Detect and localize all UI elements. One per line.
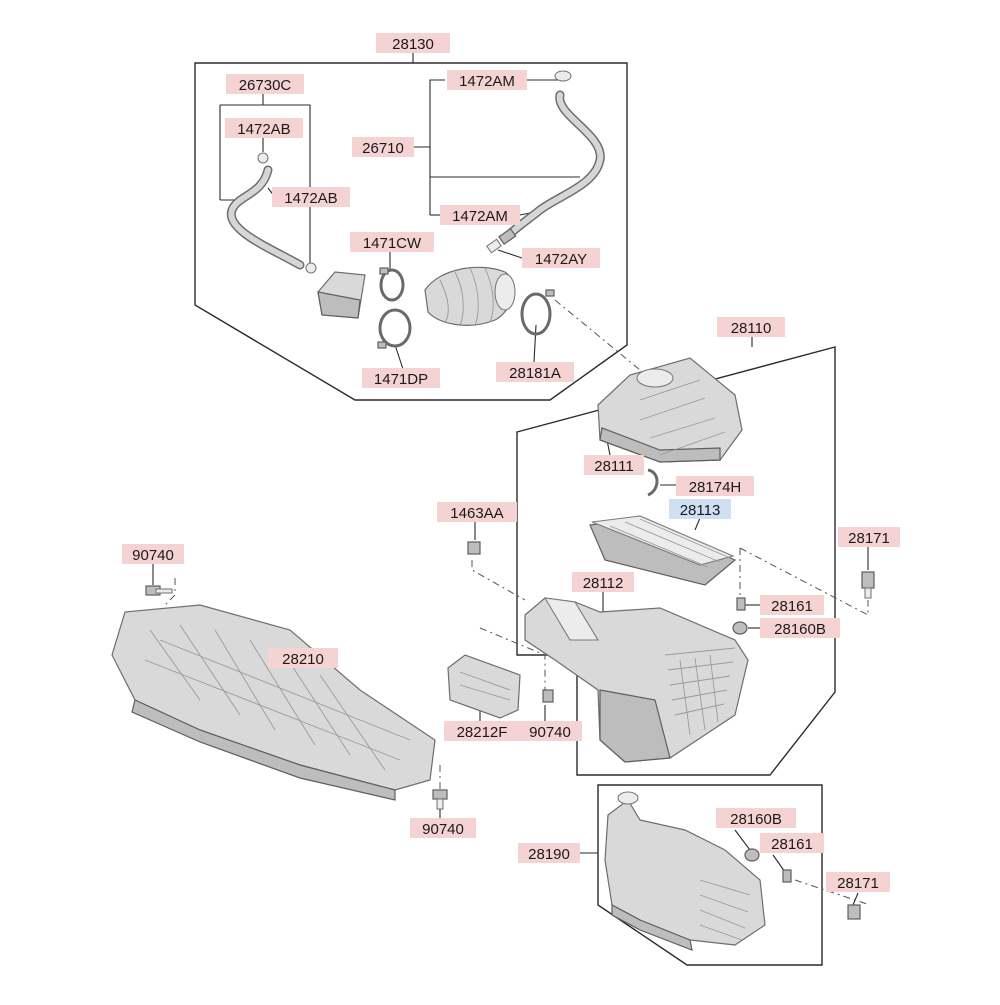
label-28160B-top: 28160B [760, 618, 840, 638]
grommet-1463AA [467, 541, 481, 555]
label-28130: 28130 [376, 33, 450, 53]
svg-text:28130: 28130 [392, 36, 434, 53]
label-90740-left: 90740 [122, 544, 184, 564]
bolts-90740 [145, 585, 554, 810]
svg-text:1472AM: 1472AM [459, 73, 515, 90]
label-1472AM-mid: 1472AM [440, 205, 520, 225]
label-28111: 28111 [584, 455, 644, 475]
label-28161-top: 28161 [760, 595, 824, 615]
svg-text:28190: 28190 [528, 846, 570, 863]
svg-text:28113: 28113 [680, 502, 721, 519]
air-cleaner-cover [597, 357, 743, 463]
breather-hose-left [226, 152, 317, 274]
label-28212F: 28212F [444, 721, 520, 741]
label-28174H: 28174H [676, 476, 754, 496]
svg-text:28171: 28171 [837, 875, 879, 892]
svg-text:28212F: 28212F [457, 724, 508, 741]
svg-text:1463AA: 1463AA [450, 505, 503, 522]
svg-text:1471DP: 1471DP [374, 371, 428, 388]
svg-text:1472AB: 1472AB [237, 121, 290, 138]
svg-text:28160B: 28160B [774, 621, 826, 638]
svg-text:28111: 28111 [594, 458, 634, 475]
fasteners-right [732, 571, 875, 635]
svg-text:28171: 28171 [848, 530, 890, 547]
svg-text:1471CW: 1471CW [363, 235, 422, 252]
label-1471CW: 1471CW [350, 232, 434, 252]
label-1472AY: 1472AY [522, 248, 600, 268]
label-1472AB-top: 1472AB [225, 118, 303, 138]
label-90740-mid: 90740 [518, 721, 582, 741]
hose-clamps [377, 267, 555, 349]
part-labels: 28130 26730C 1472AB 1472AB 1472AM 26710 … [122, 33, 900, 892]
alignment-lines [164, 299, 871, 906]
svg-text:28110: 28110 [731, 320, 772, 337]
label-26730C: 26730C [226, 74, 304, 94]
label-28161-bottom: 28161 [760, 833, 824, 853]
svg-text:28161: 28161 [771, 836, 813, 853]
svg-text:28112: 28112 [583, 575, 624, 592]
svg-text:28181A: 28181A [509, 365, 561, 382]
resonator-28190 [604, 791, 766, 951]
fasteners-bottom [744, 848, 861, 920]
label-28190: 28190 [518, 843, 580, 863]
air-filter-element [589, 515, 737, 586]
label-1472AM-top: 1472AM [447, 70, 527, 90]
label-28171-bottom: 28171 [826, 872, 890, 892]
group-frame-28130 [194, 62, 628, 401]
label-28210: 28210 [268, 648, 338, 668]
svg-text:26730C: 26730C [239, 77, 292, 94]
lead-lines [152, 52, 869, 906]
label-28171-top: 28171 [838, 527, 900, 547]
duct-bracket-28212F [447, 654, 521, 719]
cover-clip [647, 468, 659, 497]
svg-text:28161: 28161 [771, 598, 813, 615]
label-28110: 28110 [717, 317, 785, 337]
group-frame-28110 [516, 346, 836, 776]
label-28181A: 28181A [496, 362, 574, 382]
label-28160B-bottom: 28160B [716, 808, 796, 828]
svg-text:90740: 90740 [529, 724, 571, 741]
svg-text:90740: 90740 [422, 821, 464, 838]
air-cleaner-body [524, 597, 749, 763]
label-1471DP: 1471DP [362, 368, 440, 388]
label-28113: 28113 [669, 499, 731, 519]
label-90740-bottom: 90740 [410, 818, 476, 838]
svg-text:90740: 90740 [132, 547, 174, 564]
svg-text:1472AY: 1472AY [535, 251, 587, 268]
group-frame-28190 [597, 784, 823, 966]
air-intake-duct [111, 604, 436, 801]
label-1472AB-mid: 1472AB [272, 187, 350, 207]
breather-hose-right [486, 70, 605, 254]
label-26710: 26710 [352, 137, 414, 157]
svg-text:1472AB: 1472AB [284, 190, 337, 207]
svg-text:26710: 26710 [362, 140, 404, 157]
label-28112: 28112 [572, 572, 634, 592]
resonator-part [317, 271, 366, 319]
svg-text:28210: 28210 [282, 651, 324, 668]
svg-text:28174H: 28174H [689, 479, 742, 496]
svg-text:1472AM: 1472AM [452, 208, 508, 225]
label-1463AA: 1463AA [437, 502, 517, 522]
intake-hose-bellows [424, 266, 516, 327]
svg-text:28160B: 28160B [730, 811, 782, 828]
